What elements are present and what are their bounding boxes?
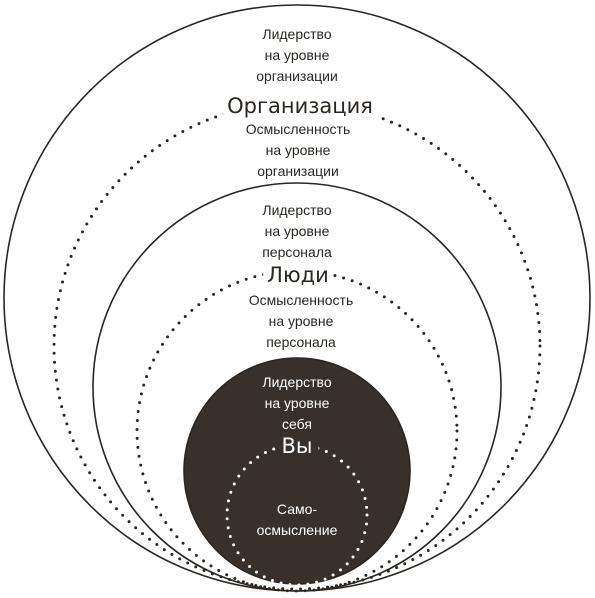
organization-meaning-label: Осмысленность на уровне организации: [245, 121, 351, 179]
organization-leadership-label: Лидерство на уровне организации: [256, 26, 338, 84]
organization-dotted-circle: [52, 101, 542, 591]
you-circle: [183, 357, 411, 585]
people-dotted-circle: [135, 269, 459, 593]
you-title: Вы: [275, 434, 319, 458]
you-leadership-label: Лидерство на уровне себя: [262, 374, 332, 432]
organization-title: Организация: [223, 94, 377, 118]
you-meaning-label: Само- осмысление: [256, 501, 338, 538]
people-title: Люди: [263, 263, 333, 287]
people-meaning-label: Осмысленность на уровне персонала: [248, 292, 354, 350]
you-dotted-circle: [225, 443, 369, 587]
people-leadership-label: Лидерство на уровне персонала: [262, 202, 332, 260]
